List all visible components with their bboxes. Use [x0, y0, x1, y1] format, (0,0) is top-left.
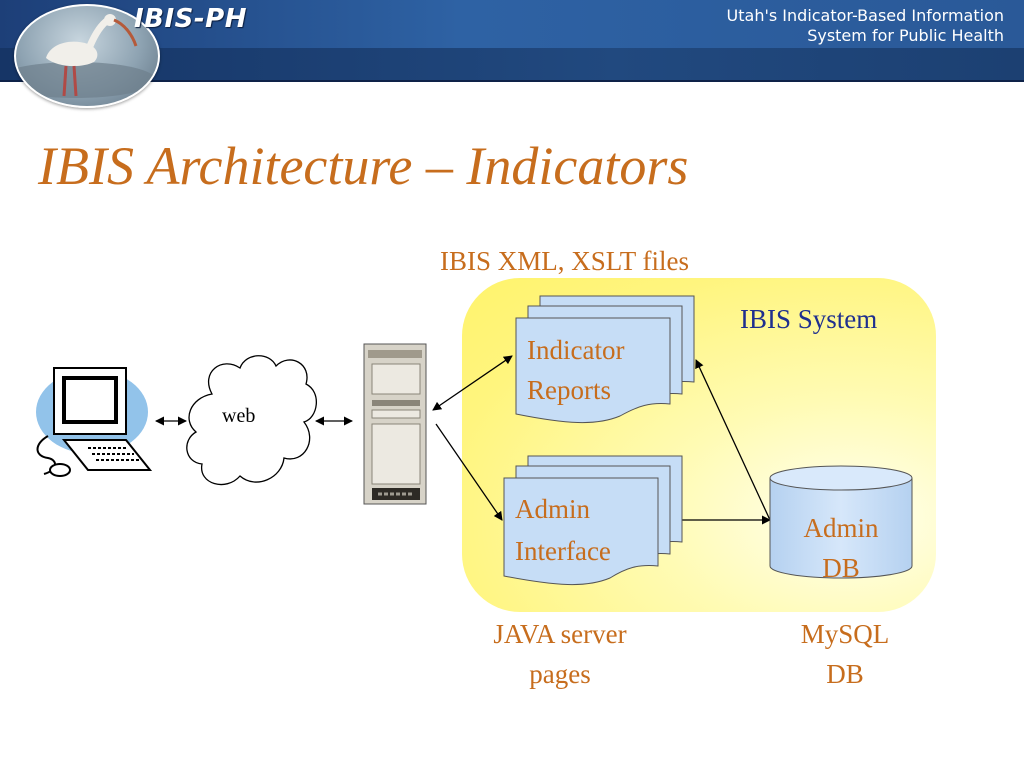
cloud-label: web: [222, 405, 256, 427]
connections: [155, 355, 771, 525]
subtitle-line-2: System for Public Health: [807, 26, 1004, 45]
server-tower-icon: [363, 343, 427, 505]
computer-icon: [36, 367, 153, 477]
admin-interface-line-2: Interface: [515, 536, 611, 566]
slide-title: IBIS Architecture – Indicators: [38, 136, 689, 196]
admin-db-line-1: Admin: [803, 513, 879, 543]
arrow-db-indicator: [695, 359, 771, 521]
arrow-server-admin: [435, 423, 503, 521]
admin-interface-doc: [503, 455, 683, 586]
mysql-caption-line-1: MySQL: [800, 619, 890, 649]
admin-interface-line-1: Admin: [515, 494, 591, 524]
admin-db-line-2: DB: [822, 553, 860, 583]
ibis-bird-icon: [16, 14, 156, 98]
arrow-server-indicator: [432, 355, 513, 411]
indicator-reports-line-1: Indicator: [527, 335, 625, 365]
admin-interface-label: Admin Interface: [515, 488, 611, 572]
admin-db-cylinder: [769, 465, 913, 579]
java-caption: JAVA server pages: [460, 614, 660, 694]
subtitle-line-1: Utah's Indicator-Based Information: [726, 6, 1004, 25]
mysql-caption-line-2: DB: [826, 659, 864, 689]
banner-stripe: [0, 48, 1024, 80]
indicator-reports-line-2: Reports: [527, 375, 611, 405]
system-label: IBIS System: [740, 304, 878, 334]
mysql-caption: MySQL DB: [770, 614, 920, 694]
indicator-reports-doc: [515, 295, 695, 424]
java-caption-line-2: pages: [529, 659, 591, 689]
web-cloud: [186, 355, 317, 486]
files-label: IBIS XML, XSLT files: [440, 246, 690, 276]
header-banner: IBIS-PH Utah's Indicator-Based Informati…: [0, 0, 1024, 108]
banner-subtitle: Utah's Indicator-Based Information Syste…: [584, 6, 1004, 46]
ibis-bird-logo: [14, 4, 160, 108]
app-name: IBIS-PH: [134, 4, 247, 34]
indicator-reports-label: Indicator Reports: [527, 330, 624, 410]
admin-db-label: Admin DB: [770, 508, 912, 588]
java-caption-line-1: JAVA server: [493, 619, 627, 649]
